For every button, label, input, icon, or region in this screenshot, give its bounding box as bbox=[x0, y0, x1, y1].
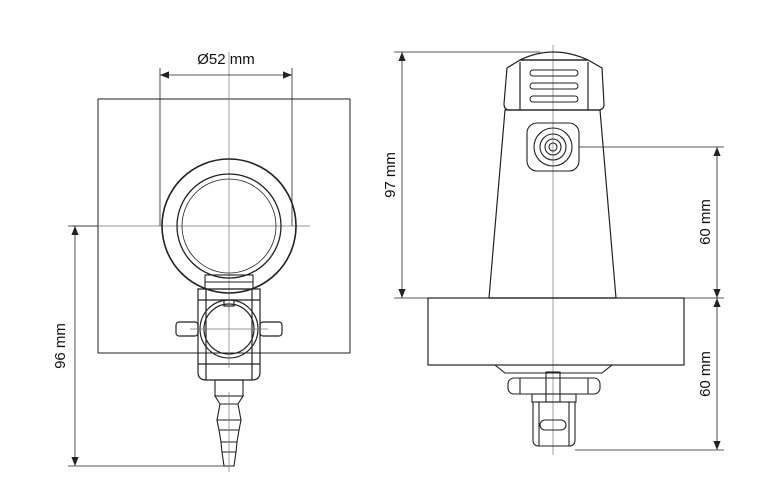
front-view bbox=[72, 52, 351, 472]
front-center-lines bbox=[72, 52, 310, 310]
front-dimensions bbox=[68, 68, 293, 467]
lower-stem bbox=[493, 364, 614, 447]
side-port bbox=[526, 122, 580, 172]
regulator-body bbox=[488, 109, 617, 299]
label-lower: 60 mm bbox=[697, 351, 714, 397]
knob-center-lines bbox=[190, 294, 268, 368]
label-front-height: 96 mm bbox=[52, 323, 69, 369]
mounting-flange bbox=[427, 297, 685, 366]
gauge-face bbox=[181, 178, 277, 274]
vent-slots bbox=[529, 69, 579, 103]
gauge-top-cap bbox=[503, 51, 605, 111]
side-dimensions bbox=[394, 51, 724, 451]
gauge-inner-ring bbox=[176, 173, 282, 279]
hose-barb-front bbox=[214, 379, 244, 472]
label-diameter: Ø52 mm bbox=[197, 51, 255, 68]
gauge-outer-ring bbox=[161, 158, 297, 294]
label-upper: 60 mm bbox=[697, 199, 714, 245]
side-view bbox=[427, 45, 685, 455]
label-side-height: 97 mm bbox=[382, 152, 399, 198]
